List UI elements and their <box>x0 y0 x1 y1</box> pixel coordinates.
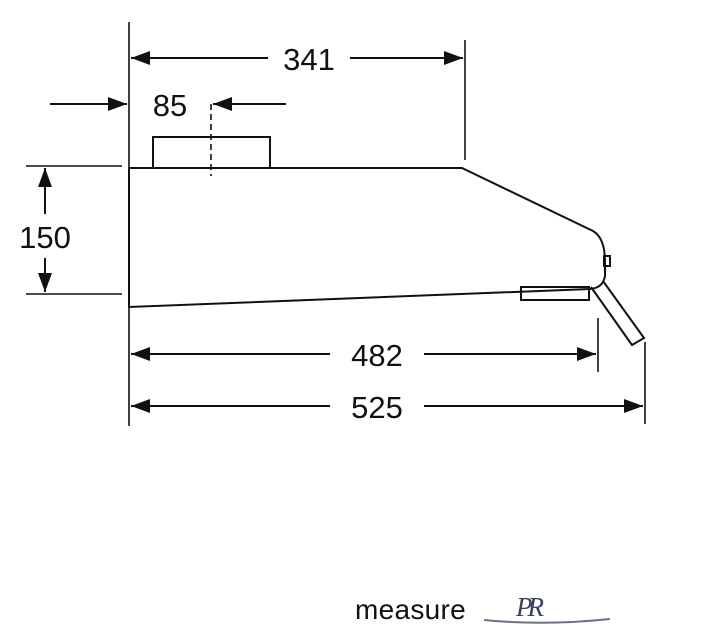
svg-text:PR: PR <box>515 592 544 622</box>
dimension-label-482: 482 <box>351 338 403 373</box>
pr-logo-icon: PR <box>484 592 611 624</box>
dimension-482: 482 <box>131 338 596 373</box>
dimension-label-150: 150 <box>19 220 71 255</box>
dimension-341: 341 <box>131 42 463 77</box>
dimension-525: 525 <box>131 390 643 425</box>
footer: measure PR <box>355 590 611 630</box>
dimension-85: 85 <box>50 88 286 123</box>
dimension-label-85: 85 <box>153 88 187 123</box>
dimension-150: 150 <box>19 168 71 292</box>
dimension-label-525: 525 <box>351 390 403 425</box>
exhaust-outlet <box>152 104 271 176</box>
extension-lines <box>26 22 646 426</box>
footer-caption: measure <box>355 594 467 625</box>
dimension-label-341: 341 <box>283 42 335 77</box>
hood-outline <box>128 167 646 347</box>
